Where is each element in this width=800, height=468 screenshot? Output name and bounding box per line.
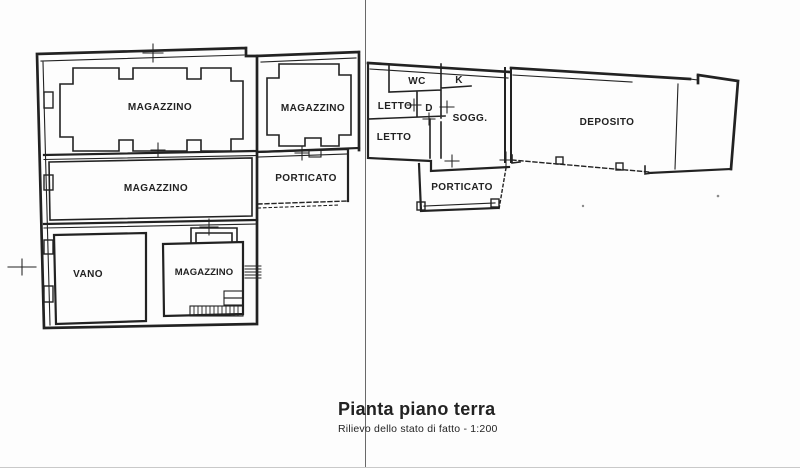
room-label-vano: VANO bbox=[73, 269, 103, 280]
survey-tick-marks bbox=[7, 43, 513, 276]
plan-scale-note: Rilievo dello stato di fatto - 1:200 bbox=[338, 422, 498, 435]
room-label-porticato-right: PORTICATO bbox=[431, 182, 493, 193]
room-labels: MAGAZZINO MAGAZZINO MAGAZZINO PORTICATO … bbox=[73, 75, 634, 280]
room-label-magazzino-nw: MAGAZZINO bbox=[128, 102, 192, 113]
caption-block: Pianta piano terra Rilievo dello stato d… bbox=[338, 399, 598, 435]
magazzino-mid-walls bbox=[255, 50, 361, 154]
scan-specks bbox=[581, 194, 720, 208]
room-label-soggiorno: SOGG. bbox=[453, 113, 488, 124]
deposito-walls bbox=[504, 66, 740, 175]
room-label-letto-upper: LETTO bbox=[378, 101, 413, 112]
apartment-walls bbox=[366, 61, 512, 173]
room-label-wc: WC bbox=[408, 76, 425, 87]
plan-title: Pianta piano terra bbox=[338, 399, 496, 419]
porticato-right-walls bbox=[416, 162, 507, 213]
room-label-cucina: K bbox=[455, 75, 463, 86]
room-label-magazzino-s: MAGAZZINO bbox=[175, 267, 233, 278]
room-label-porticato-left: PORTICATO bbox=[275, 173, 337, 184]
scan-fold-line bbox=[365, 0, 367, 468]
room-label-magazzino-w: MAGAZZINO bbox=[124, 183, 188, 194]
staircase-hatching bbox=[189, 265, 262, 317]
room-label-deposito: DEPOSITO bbox=[580, 117, 635, 128]
room-label-letto-lower: LETTO bbox=[377, 132, 412, 143]
room-label-disimpegno: D bbox=[425, 103, 433, 114]
room-label-magazzino-mid: MAGAZZINO bbox=[281, 103, 345, 114]
left-block-walls bbox=[35, 46, 259, 330]
